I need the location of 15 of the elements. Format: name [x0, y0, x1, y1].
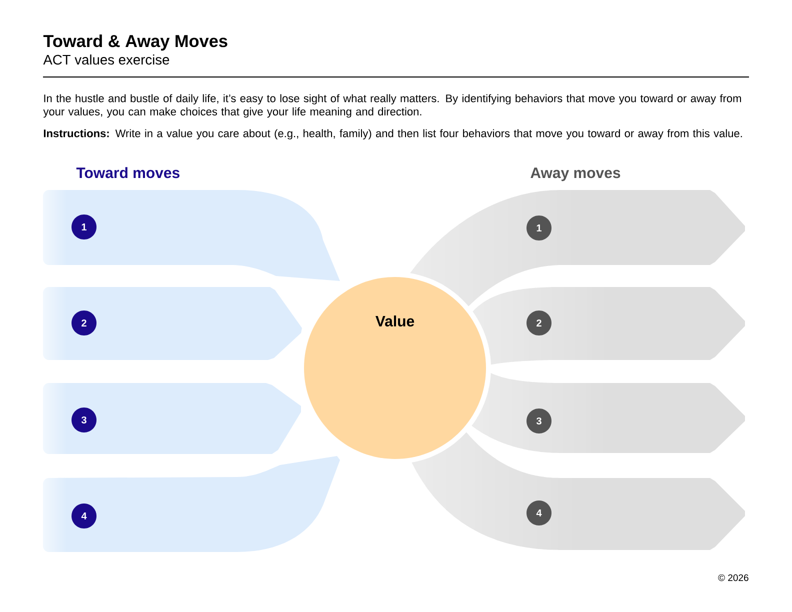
arrow-band: [472, 373, 745, 453]
arrow-band: [43, 190, 340, 281]
arrow-band: [472, 287, 745, 365]
arrow-band: [412, 432, 745, 550]
copyright-text: © 2026: [718, 574, 748, 582]
instructions-paragraph: Instructions: Write in a value you care about (e.g., health, family) and then list four behaviors that move you toward or away from this value.: [44, 129, 742, 140]
arrow-band: [43, 456, 340, 552]
arrow-band: [43, 287, 302, 360]
intro-paragraph: In the hustle and bustle of daily life, it’s easy to lose sight of what really matters. By identifying behaviors that move you toward or away from your values, you can make choices that give your life meaning and direction.: [43, 94, 741, 118]
column-heading: Toward moves: [76, 167, 180, 178]
title: Toward & Away Moves: [43, 34, 228, 51]
arrow-band: [410, 190, 745, 306]
column-heading: Away moves: [530, 168, 620, 182]
subtitle: ACT values exercise: [43, 54, 170, 65]
arrow-band: [43, 382, 301, 454]
